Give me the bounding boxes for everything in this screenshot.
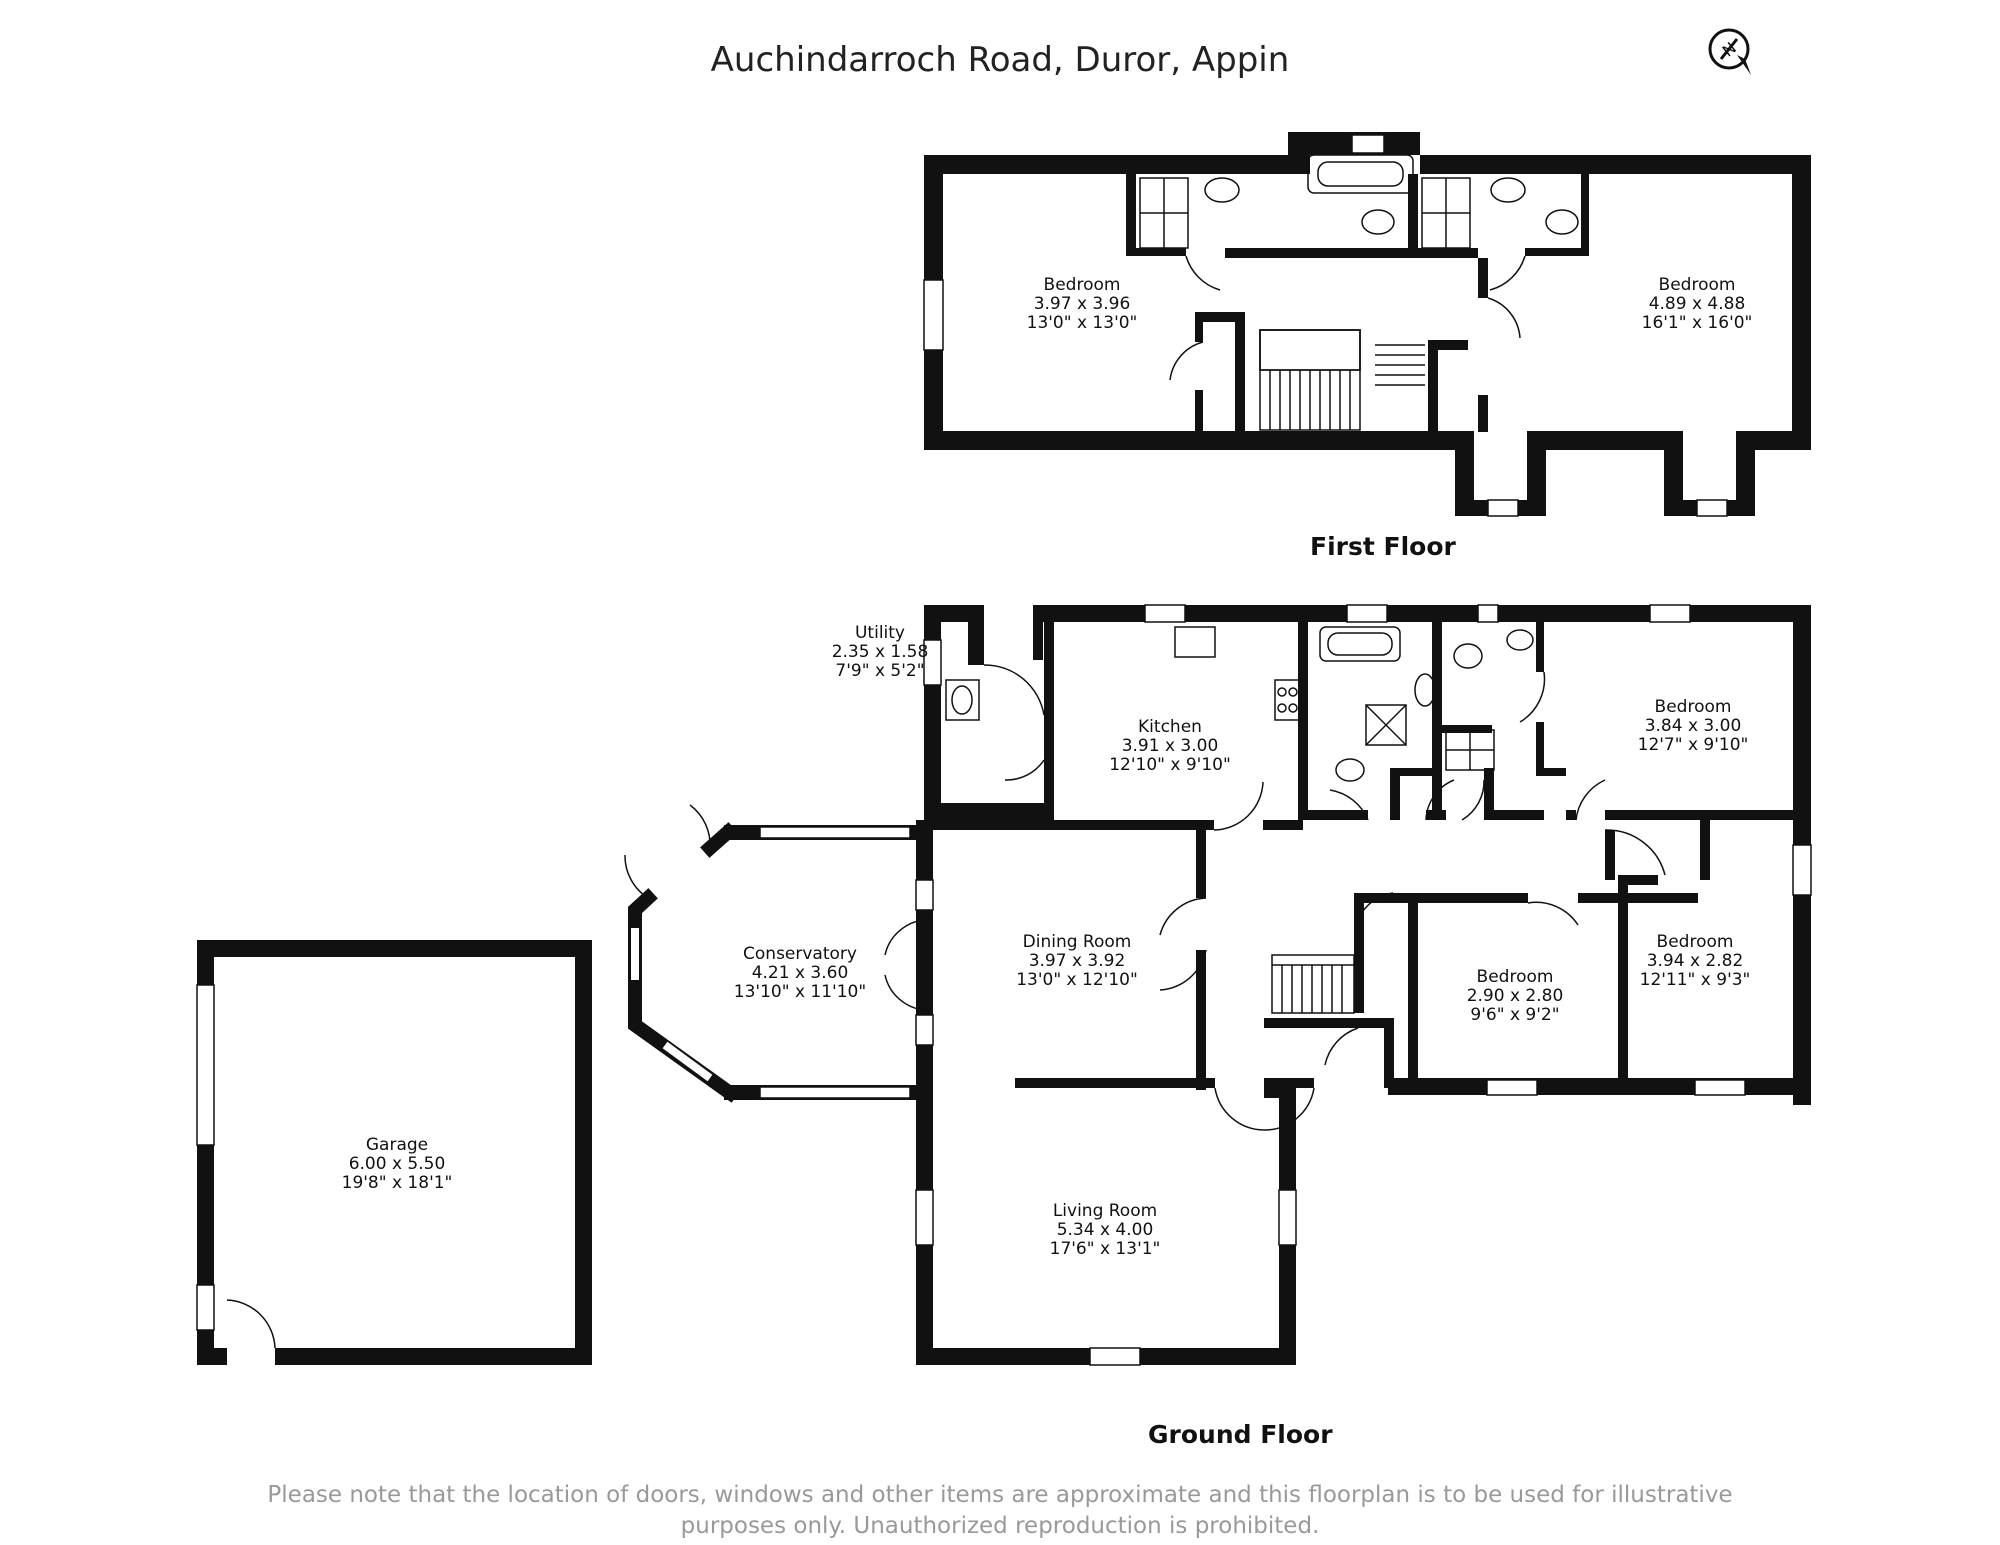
first-floor-label: First Floor (1310, 532, 1456, 561)
room-label-ground-bedroom-mid: Bedroom 2.90 x 2.80 9'6" x 9'2" (1467, 968, 1564, 1025)
room-metric: 3.91 x 3.00 (1121, 736, 1219, 756)
room-label-conservatory: Conservatory 4.21 x 3.60 13'10" x 11'10" (734, 945, 866, 1002)
room-imperial: 16'1" x 16'0" (1641, 313, 1753, 333)
room-imperial: 19'8" x 18'1" (341, 1173, 453, 1193)
room-imperial: 13'10" x 11'10" (733, 982, 867, 1002)
room-label-utility: Utility 2.35 x 1.58 7'9" x 5'2" (832, 624, 929, 681)
room-imperial: 12'7" x 9'10" (1637, 735, 1749, 755)
room-name: Utility (854, 623, 906, 643)
ground-floor-label: Ground Floor (1148, 1420, 1333, 1449)
room-name: Conservatory (743, 944, 857, 964)
room-imperial: 17'6" x 13'1" (1049, 1239, 1161, 1259)
room-label-first-floor-bedroom-left: Bedroom 3.97 x 3.96 13'0" x 13'0" (1027, 276, 1138, 333)
room-metric: 2.90 x 2.80 (1466, 986, 1564, 1006)
room-imperial: 9'6" x 9'2" (1470, 1005, 1560, 1025)
room-metric: 4.89 x 4.88 (1648, 294, 1746, 314)
room-imperial: 13'0" x 12'10" (1016, 970, 1138, 990)
north-arrow-icon: N (1707, 25, 1757, 84)
room-name: Bedroom (1043, 275, 1121, 295)
room-name: Bedroom (1654, 697, 1732, 717)
room-metric: 3.97 x 3.96 (1033, 294, 1131, 314)
plan-title: Auchindarroch Road, Duror, Appin (710, 40, 1290, 80)
room-name: Kitchen (1138, 717, 1202, 737)
room-label-kitchen: Kitchen 3.91 x 3.00 12'10" x 9'10" (1109, 718, 1231, 775)
room-label-dining-room: Dining Room 3.97 x 3.92 13'0" x 12'10" (1016, 933, 1138, 990)
room-metric: 2.35 x 1.58 (831, 642, 929, 662)
room-label-garage: Garage 6.00 x 5.50 19'8" x 18'1" (342, 1136, 453, 1193)
room-imperial: 13'0" x 13'0" (1026, 313, 1138, 333)
room-metric: 6.00 x 5.50 (348, 1154, 446, 1174)
fixtures (945, 154, 1579, 782)
disclaimer: Please note that the location of doors, … (250, 1480, 1750, 1542)
room-name: Bedroom (1656, 932, 1734, 952)
room-label-first-floor-bedroom-right: Bedroom 4.89 x 4.88 16'1" x 16'0" (1642, 276, 1753, 333)
room-label-ground-bedroom-right: Bedroom 3.94 x 2.82 12'11" x 9'3" (1640, 933, 1751, 990)
room-name: Living Room (1052, 1201, 1158, 1221)
room-name: Dining Room (1022, 932, 1132, 952)
disclaimer-line-2: purposes only. Unauthorized reproduction… (680, 1513, 1320, 1539)
room-metric: 5.34 x 4.00 (1056, 1220, 1154, 1240)
staircase-first-floor (1259, 329, 1425, 431)
room-metric: 3.84 x 3.00 (1644, 716, 1742, 736)
room-name: Bedroom (1658, 275, 1736, 295)
windows (196, 134, 1812, 1366)
room-metric: 3.97 x 3.92 (1028, 951, 1126, 971)
disclaimer-line-1: Please note that the location of doors, … (267, 1482, 1733, 1508)
staircase-ground-floor (1271, 954, 1355, 1014)
door-swings (226, 255, 1666, 1349)
conservatory-glazing (631, 928, 713, 1082)
room-imperial: 12'10" x 9'10" (1109, 755, 1231, 775)
room-label-ground-bedroom-top: Bedroom 3.84 x 3.00 12'7" x 9'10" (1638, 698, 1749, 755)
room-imperial: 7'9" x 5'2" (835, 661, 925, 681)
room-metric: 3.94 x 2.82 (1646, 951, 1744, 971)
room-name: Bedroom (1476, 967, 1554, 987)
room-metric: 4.21 x 3.60 (751, 963, 849, 983)
room-label-living-room: Living Room 5.34 x 4.00 17'6" x 13'1" (1050, 1202, 1161, 1259)
room-imperial: 12'11" x 9'3" (1639, 970, 1751, 990)
room-name: Garage (365, 1135, 429, 1155)
